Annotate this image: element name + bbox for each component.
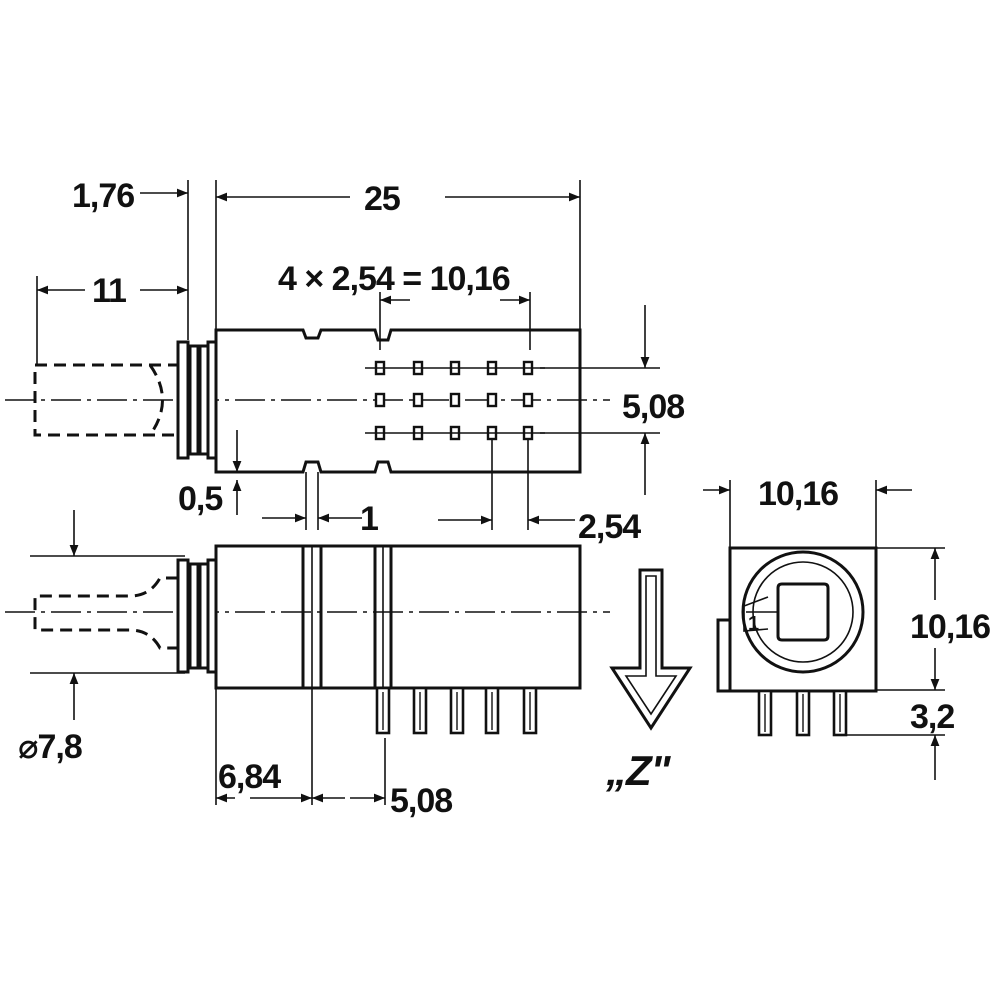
dim-5-08-right-label: 5,08 [622,388,684,426]
dim-11-label: 11 [92,272,126,310]
pin-pad [449,392,461,408]
front-dimensions: ⌀7,8 6,84 5,08 [18,510,453,820]
top-dimensions: 1,76 25 11 4 × 2,54 = 10,16 5,08 0,5 1 [36,177,685,546]
dim-diameter-label: ⌀7,8 [18,728,82,766]
dim-3-2-label: 3,2 [910,698,954,736]
front-view [5,544,610,735]
side-view: 1 [716,546,878,737]
pin-pad [486,392,498,408]
front-pins [375,686,538,735]
rotary-marker-1: 1 [748,613,759,635]
pin-pad [522,392,534,408]
dim-0-5-label: 0,5 [178,480,222,518]
dim-10-16-top-label: 10,16 [758,475,838,513]
dim-pitch-label: 4 × 2,54 = 10,16 [278,260,510,298]
side-dimensions: 10,16 10,16 3,2 [703,475,991,780]
dim-6-84-label: 6,84 [218,758,281,796]
dim-5-08-bottom-label: 5,08 [390,782,452,820]
dim-1-76-label: 1,76 [72,177,134,215]
dim-25-label: 25 [364,180,400,218]
view-z-label: „Z" [605,747,672,794]
side-pins [757,689,848,737]
dim-10-16-side-label: 10,16 [910,608,990,646]
top-view [5,328,610,474]
pin-pad [374,392,386,408]
pin-pad [412,392,424,408]
view-z-arrow: „Z" [605,568,693,794]
dim-2-54-label: 2,54 [578,508,641,546]
dim-1-label: 1 [360,500,378,538]
